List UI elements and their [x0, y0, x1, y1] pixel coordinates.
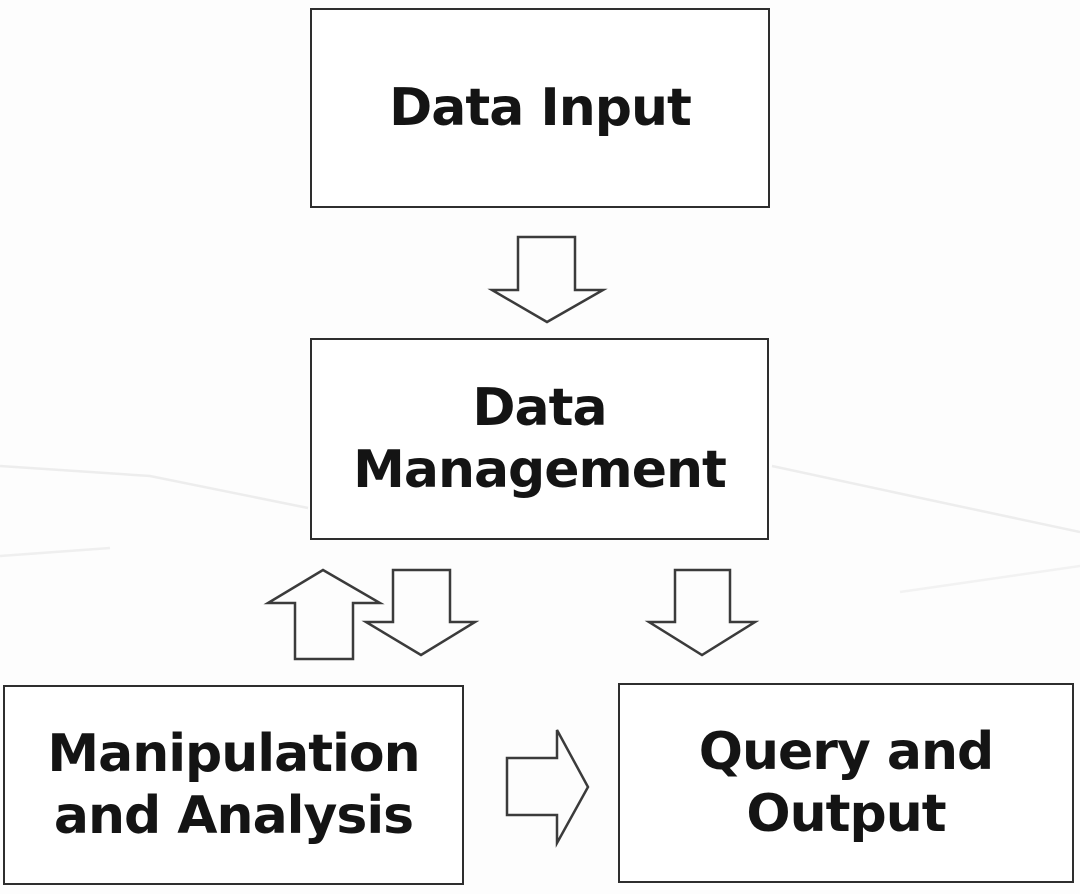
scan-streak	[771, 464, 1080, 534]
node-data-input: Data Input	[310, 8, 770, 208]
arrow-data-input-to-data-management-icon	[487, 235, 608, 324]
node-query-and-output: Query and Output	[618, 683, 1074, 883]
node-query-and-output-label: Query and Output	[698, 721, 994, 844]
node-data-management: Data Management	[310, 338, 769, 540]
node-data-management-label: Data Management	[353, 377, 727, 500]
arrow-manipulation-to-query-output-icon	[505, 729, 590, 848]
node-data-input-label: Data Input	[389, 77, 692, 138]
node-manipulation-and-analysis: Manipulation and Analysis	[3, 685, 464, 885]
arrow-data-management-to-manipulation-icon	[361, 568, 480, 657]
arrow-data-management-to-query-output-icon	[644, 568, 760, 657]
scan-streak	[0, 546, 111, 558]
scan-streak	[899, 564, 1080, 594]
scan-streak	[0, 464, 309, 510]
node-manipulation-and-analysis-label: Manipulation and Analysis	[47, 723, 420, 846]
arrow-manipulation-to-data-management-icon	[263, 568, 385, 661]
